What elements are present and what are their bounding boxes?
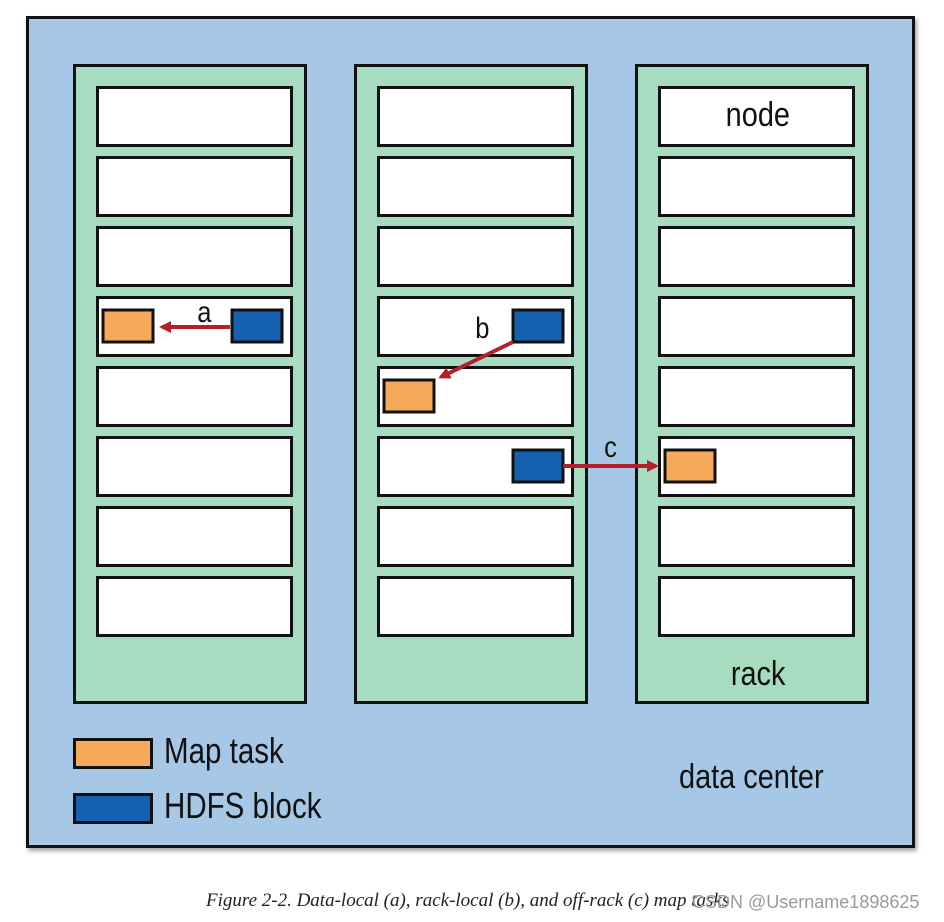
arrow-b <box>438 340 514 379</box>
node <box>658 296 855 357</box>
node <box>658 226 855 287</box>
node <box>377 86 574 147</box>
node <box>658 576 855 637</box>
watermark: CSDN @Username1898625 <box>692 892 920 912</box>
figure-caption: Figure 2-2. Data-local (a), rack-local (… <box>206 890 730 911</box>
data-center-label: data center <box>679 758 824 796</box>
node <box>96 506 293 567</box>
legend-hdfs-block-swatch <box>73 793 153 824</box>
hdfs-block-b <box>511 308 565 344</box>
rack-label: rack <box>730 655 786 693</box>
hdfs-block-a <box>230 308 284 344</box>
node <box>96 86 293 147</box>
rack-2 <box>354 64 588 704</box>
hdfs-block-c <box>511 448 565 484</box>
rack-1 <box>73 64 307 704</box>
map-task-a <box>101 308 155 344</box>
node <box>377 156 574 217</box>
node <box>658 506 855 567</box>
arrow-b-label: b <box>475 312 490 345</box>
legend-map-task-label: Map task <box>164 730 284 771</box>
node <box>96 156 293 217</box>
arrow-a-label: a <box>197 296 212 329</box>
node <box>96 576 293 637</box>
node <box>377 506 574 567</box>
node <box>377 576 574 637</box>
node <box>377 226 574 287</box>
map-task-c <box>663 448 717 484</box>
node <box>658 366 855 427</box>
node <box>96 436 293 497</box>
legend-map-task-swatch <box>73 738 153 769</box>
legend-hdfs-block-label: HDFS block <box>164 785 322 826</box>
node <box>658 86 855 147</box>
node <box>96 226 293 287</box>
arrow-c-label: c <box>604 431 617 464</box>
rack-3 <box>635 64 869 704</box>
node <box>658 156 855 217</box>
node <box>96 366 293 427</box>
node-label: node <box>725 96 790 134</box>
map-task-b <box>382 378 436 414</box>
